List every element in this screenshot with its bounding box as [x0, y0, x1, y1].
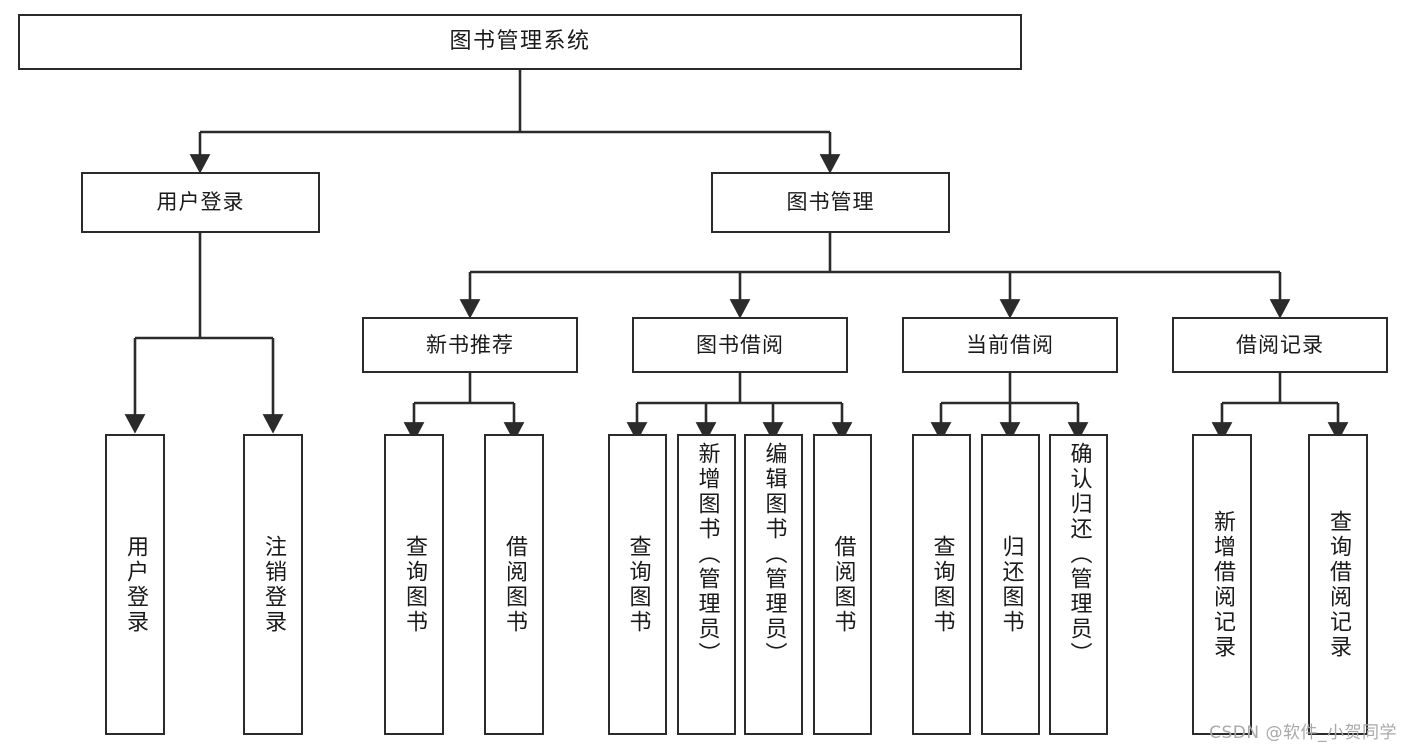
node-label: 确认归还（管理员）: [1066, 442, 1092, 667]
node-label: 查询图书: [402, 534, 427, 635]
leaf-current-borrow-confirm-return[interactable]: 确认归还（管理员）: [1049, 434, 1108, 735]
leaf-new-book-query-book[interactable]: 查询图书: [384, 434, 444, 735]
leaf-book-borrow-edit-book[interactable]: 编辑图书（管理员）: [744, 434, 803, 735]
node-new-book-recommend[interactable]: 新书推荐: [362, 317, 578, 373]
node-label: 借阅图书: [830, 534, 856, 635]
leaf-user-login-logout[interactable]: 注销登录: [243, 434, 303, 735]
leaf-new-book-borrow-book[interactable]: 借阅图书: [484, 434, 544, 735]
node-label: 新增图书（管理员）: [694, 442, 720, 667]
node-label: 查询借阅记录: [1326, 509, 1351, 660]
node-label: 图书借阅: [696, 332, 784, 357]
node-label: 用户登录: [156, 190, 245, 215]
node-label: 归还图书: [998, 534, 1024, 635]
node-label: 图书管理系统: [449, 29, 591, 55]
leaf-current-borrow-return-book[interactable]: 归还图书: [981, 434, 1040, 735]
leaf-borrow-record-add-record[interactable]: 新增借阅记录: [1192, 434, 1252, 735]
node-root-system[interactable]: 图书管理系统: [18, 14, 1022, 70]
node-label: 借阅图书: [502, 534, 527, 635]
node-borrow-record[interactable]: 借阅记录: [1172, 317, 1388, 373]
node-label: 查询图书: [929, 534, 955, 635]
leaf-book-borrow-borrow-book[interactable]: 借阅图书: [813, 434, 872, 735]
node-label: 当前借阅: [966, 332, 1054, 357]
node-label: 注销登录: [261, 534, 286, 635]
node-label: 用户登录: [123, 534, 148, 635]
node-book-management[interactable]: 图书管理: [711, 172, 950, 233]
node-label: 新增借阅记录: [1210, 509, 1235, 660]
node-label: 借阅记录: [1236, 332, 1324, 357]
node-label: 新书推荐: [426, 332, 514, 357]
leaf-user-login-login[interactable]: 用户登录: [105, 434, 165, 735]
node-label: 编辑图书（管理员）: [761, 442, 787, 667]
node-current-borrow[interactable]: 当前借阅: [902, 317, 1118, 373]
leaf-book-borrow-add-book[interactable]: 新增图书（管理员）: [677, 434, 736, 735]
leaf-borrow-record-query-record[interactable]: 查询借阅记录: [1308, 434, 1368, 735]
watermark-text: CSDN @软件_小贺同学: [1209, 723, 1397, 743]
node-book-borrow[interactable]: 图书借阅: [632, 317, 848, 373]
leaf-current-borrow-query-book[interactable]: 查询图书: [912, 434, 971, 735]
leaf-book-borrow-query-book[interactable]: 查询图书: [608, 434, 667, 735]
node-label: 图书管理: [786, 190, 875, 215]
node-user-login[interactable]: 用户登录: [81, 172, 320, 233]
node-label: 查询图书: [625, 534, 651, 635]
